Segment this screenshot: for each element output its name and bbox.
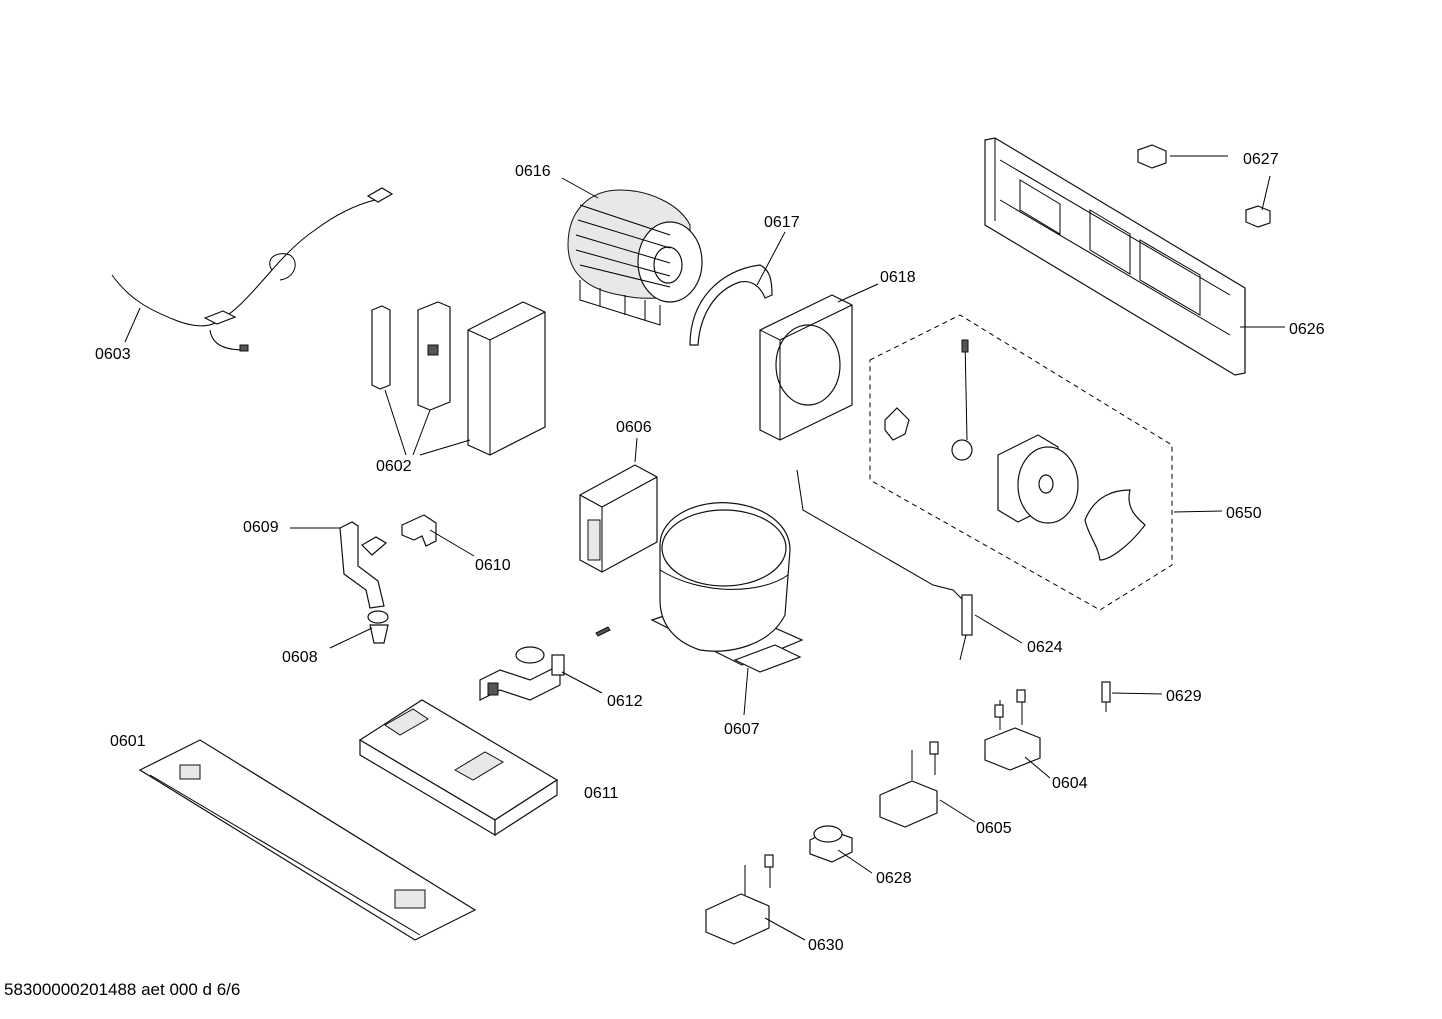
part-0624-sensor-wire: [796, 469, 973, 661]
part-0605-valve: [879, 741, 939, 828]
part-0609-tube: [339, 521, 388, 609]
part-0610-clip: [401, 514, 437, 547]
label-0607: 0607: [724, 721, 760, 738]
label-0611: 0611: [584, 785, 619, 802]
label-0628: 0628: [876, 870, 912, 887]
part-0608-fitting: [367, 610, 389, 644]
part-0618-fan-shroud: [759, 294, 853, 441]
document-id-footer: 58300000201488 aet 000 d 6/6: [4, 980, 241, 999]
part-0607-compressor: [650, 502, 804, 673]
label-0608: 0608: [282, 649, 318, 666]
label-0604: 0604: [1052, 775, 1088, 792]
leader-lines: [124, 155, 1285, 941]
label-0606: 0606: [616, 419, 652, 436]
part-0626-rear-panel: [984, 137, 1246, 376]
part-0616-evaporator-coil: [567, 189, 703, 326]
label-0605: 0605: [976, 820, 1012, 837]
part-0602-electronics-module: [371, 301, 546, 456]
label-0602: 0602: [376, 458, 412, 475]
screw-icon: [595, 626, 611, 637]
part-0606-relay-box: [579, 464, 658, 573]
label-0624: 0624: [1027, 639, 1063, 656]
label-0626: 0626: [1289, 321, 1325, 338]
part-0628-transformer: [809, 825, 853, 863]
label-0627: 0627: [1243, 151, 1279, 168]
part-0601-base-rail: [138, 739, 477, 941]
label-0601: 0601: [110, 733, 146, 750]
part-0630-valve: [705, 854, 774, 945]
label-0616: 0616: [515, 163, 551, 180]
label-0612: 0612: [607, 693, 643, 710]
label-0618: 0618: [880, 269, 916, 286]
part-0612-drain-fitting: [479, 646, 565, 701]
label-0629: 0629: [1166, 688, 1202, 705]
label-0603: 0603: [95, 346, 131, 363]
label-0609: 0609: [243, 519, 279, 536]
label-0650: 0650: [1226, 505, 1262, 522]
part-0629-sensor: [1101, 681, 1111, 712]
part-0603-power-cable: [111, 187, 394, 352]
label-0630: 0630: [808, 937, 844, 954]
part-0650-fan-assembly: [869, 314, 1173, 611]
part-labels: 0601 0602 0603 0604 0605 0606 0607 0608 …: [95, 151, 1325, 954]
part-0627-connector-blocks: [1137, 144, 1271, 228]
label-0617: 0617: [764, 214, 800, 231]
part-0604-valve: [984, 689, 1041, 771]
part-0611-tray: [358, 699, 559, 837]
label-0610: 0610: [475, 557, 511, 574]
